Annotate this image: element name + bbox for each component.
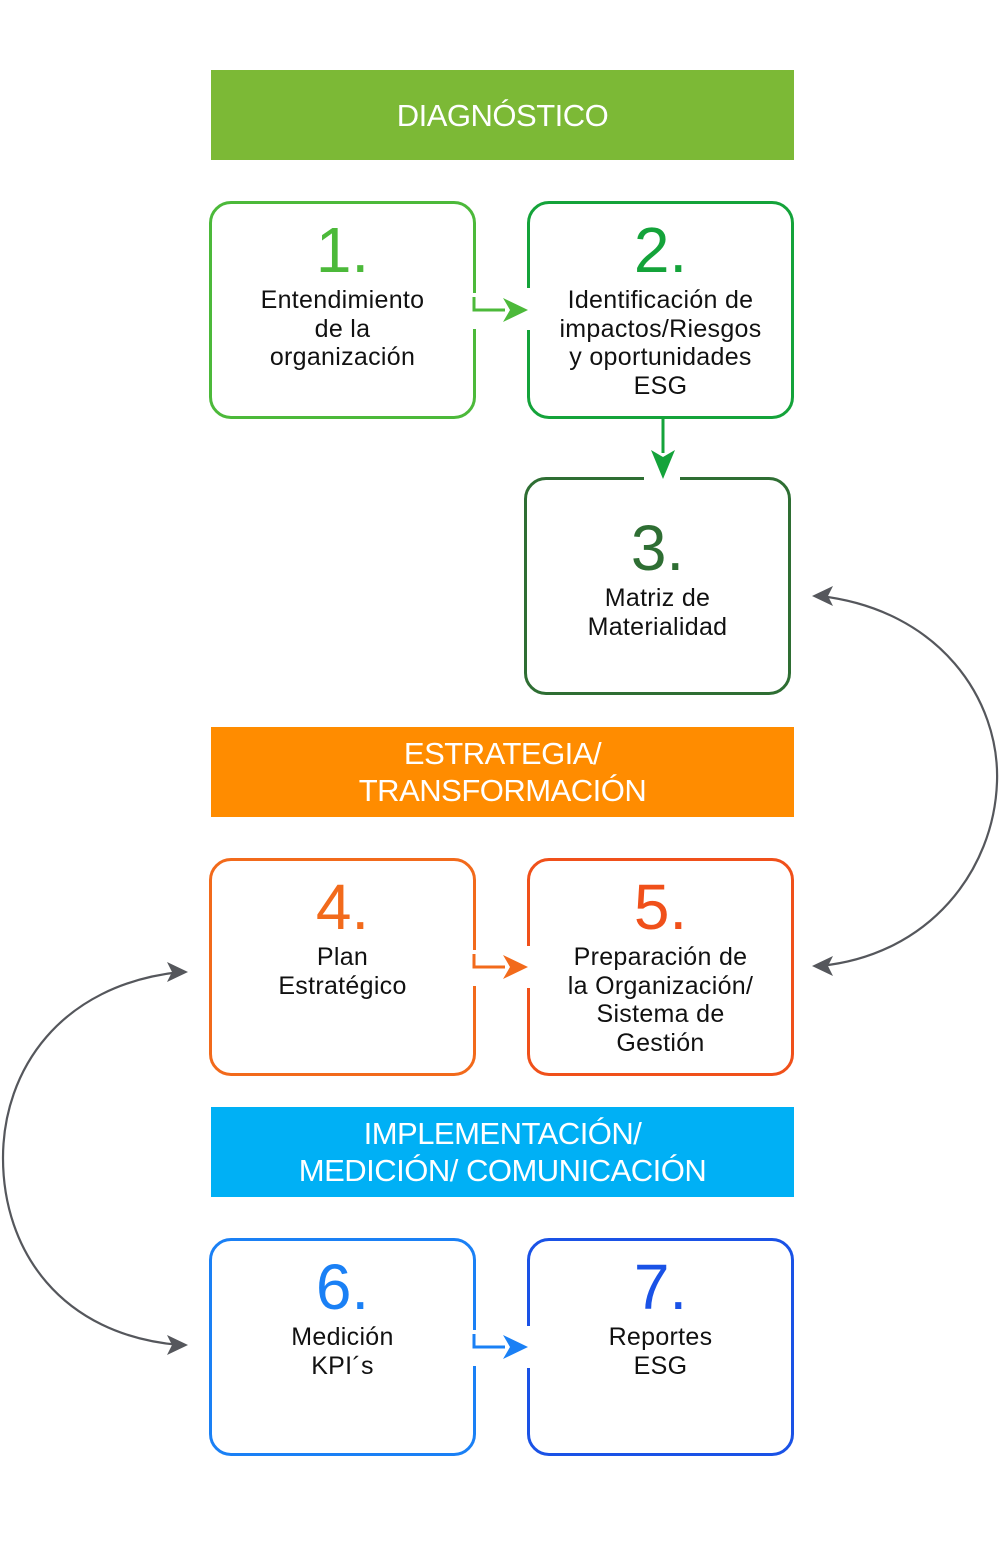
step-number-6: 6. [315, 1251, 370, 1323]
border-gap [525, 1326, 531, 1368]
step-label-7: Reportes ESG [608, 1323, 713, 1380]
step-number-4: 4. [315, 871, 370, 943]
step-box-5: 5. Preparación de la Organización/ Siste… [527, 858, 794, 1076]
phase-title-estrategia: ESTRATEGIA/ TRANSFORMACIÓN [358, 736, 647, 808]
step-label-1: Entendimiento de la organización [260, 286, 425, 371]
border-gap [472, 1330, 478, 1366]
phase-banner-implementacion: IMPLEMENTACIÓN/ MEDICIÓN/ COMUNICACIÓN [211, 1107, 794, 1197]
step-label-3: Matriz de Materialidad [587, 584, 728, 641]
phase-banner-diagnostico: DIAGNÓSTICO [211, 70, 794, 160]
step-box-3: 3. Matriz de Materialidad [524, 477, 791, 695]
step-box-6: 6. Medición KPI´s [209, 1238, 476, 1456]
step-box-1: 1. Entendimiento de la organización [209, 201, 476, 419]
border-gap [525, 288, 531, 330]
arrow-6-to-7 [472, 1334, 528, 1359]
step-number-1: 1. [315, 214, 370, 286]
step-box-2: 2. Identificación de impactos/Riesgos y … [527, 201, 794, 419]
step-number-7: 7. [633, 1251, 688, 1323]
phase-banner-estrategia: ESTRATEGIA/ TRANSFORMACIÓN [211, 727, 794, 817]
step-number-5: 5. [633, 871, 688, 943]
border-gap [472, 950, 478, 986]
step-number-3: 3. [630, 512, 685, 584]
step-label-6: Medición KPI´s [291, 1323, 394, 1380]
step-label-4: Plan Estratégico [278, 943, 407, 1000]
border-gap [525, 946, 531, 988]
border-gap [472, 293, 478, 329]
border-gap [644, 474, 680, 480]
phase-title-implementacion: IMPLEMENTACIÓN/ MEDICIÓN/ COMUNICACIÓN [298, 1116, 707, 1188]
step-box-4: 4. Plan Estratégico [209, 858, 476, 1076]
step-number-2: 2. [633, 214, 688, 286]
cycle-arrow-3-5 [812, 586, 999, 976]
step-box-7: 7. Reportes ESG [527, 1238, 794, 1456]
phase-title-diagnostico: DIAGNÓSTICO [396, 97, 609, 133]
arrow-1-to-2 [472, 297, 528, 322]
arrow-4-to-5 [472, 954, 528, 979]
arrow-2-to-3 [651, 418, 675, 479]
step-label-5: Preparación de la Organización/ Sistema … [567, 943, 754, 1057]
step-label-2: Identificación de impactos/Riesgos y opo… [559, 286, 762, 400]
cycle-arrow-4-6 [1, 962, 188, 1355]
